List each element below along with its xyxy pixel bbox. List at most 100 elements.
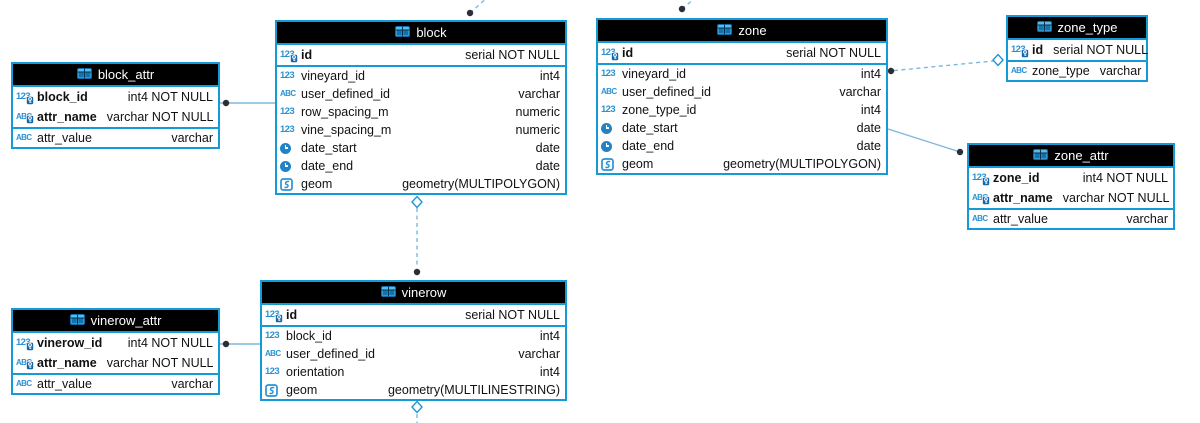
text-type-icon: ABC	[16, 379, 32, 388]
entity-header[interactable]: zone	[598, 20, 886, 43]
column-type: int4	[539, 329, 560, 343]
column-name: geom	[622, 157, 654, 171]
numeric-type-icon: 123	[601, 48, 622, 61]
table-icon	[717, 23, 733, 38]
column-name: id	[1032, 43, 1044, 57]
table-icon	[76, 67, 92, 82]
entity-header[interactable]: zone_attr	[969, 145, 1173, 168]
column-type: varchar NOT NULL	[1062, 191, 1170, 205]
numeric-type-icon: 123	[280, 106, 295, 118]
column-type: int4 NOT NULL	[127, 90, 213, 104]
column-name: user_defined_id	[286, 347, 375, 361]
text-type-icon: ABC	[972, 214, 988, 223]
column-name: date_end	[301, 159, 354, 173]
connector-dot	[956, 148, 964, 156]
date-type-icon	[280, 142, 301, 154]
numeric-type-icon: 123	[1011, 45, 1032, 58]
column-name: vinerow_id	[37, 336, 103, 350]
numeric-type-icon: 123	[280, 50, 301, 63]
column-name: user_defined_id	[301, 87, 390, 101]
connector-diamond	[992, 53, 1004, 67]
column-type: int4	[539, 365, 560, 379]
table-icon	[395, 25, 411, 40]
column-row-date_end[interactable]: date_end date	[598, 137, 886, 155]
column-name: attr_value	[993, 212, 1048, 226]
column-name: geom	[301, 177, 333, 191]
date-type-icon	[601, 122, 622, 134]
entity-header[interactable]: vinerow_attr	[13, 310, 218, 333]
date-type-icon	[280, 160, 301, 172]
column-name: date_end	[622, 139, 675, 153]
column-type: varchar NOT NULL	[106, 110, 214, 124]
column-name: id	[286, 308, 298, 322]
entity-header[interactable]: block_attr	[13, 64, 218, 87]
entity-header[interactable]: block	[277, 22, 565, 45]
column-type: serial NOT NULL	[465, 48, 560, 62]
entity-header[interactable]: vinerow	[262, 282, 565, 305]
column-type: numeric	[515, 123, 560, 137]
column-type: serial NOT NULL	[1053, 43, 1149, 57]
relationship-line-zone-zone_type[interactable]	[893, 60, 994, 72]
numeric-type-icon: 123	[601, 104, 616, 116]
relationship-line-block-offcanvas[interactable]	[469, 0, 488, 14]
column-type: varchar	[171, 131, 213, 145]
table-icon	[1036, 20, 1052, 35]
table-icon	[69, 313, 85, 328]
relationship-line-zone_attr-zone[interactable]	[887, 128, 958, 152]
column-type: date	[856, 139, 881, 153]
numeric-type-icon: 123	[16, 338, 37, 351]
entity-title: block	[416, 25, 447, 40]
relationship-line-zone-offcanvas[interactable]	[681, 0, 700, 10]
column-name: attr_name	[37, 356, 97, 370]
numeric-type-icon: 123	[601, 68, 616, 80]
column-name: block_id	[286, 329, 332, 343]
column-type: geometry(MULTIPOLYGON)	[723, 157, 881, 171]
table-icon	[1033, 148, 1049, 163]
entity-header[interactable]: zone_type	[1008, 17, 1146, 40]
text-type-icon: ABC	[16, 359, 37, 370]
column-row-geom[interactable]: geom geometry(MULTIPOLYGON)	[598, 155, 886, 173]
text-type-icon: ABC	[280, 89, 296, 98]
geometry-type-icon	[265, 383, 286, 397]
column-name: zone_type_id	[622, 103, 697, 117]
